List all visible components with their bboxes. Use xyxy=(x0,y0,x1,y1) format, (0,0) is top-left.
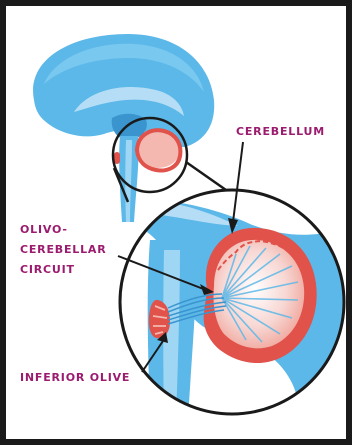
connector-line-right xyxy=(186,162,226,190)
cerebellum-label: CEREBELLUM xyxy=(236,124,325,140)
inferior-olive-label: INFERIOR OLIVE xyxy=(20,370,130,386)
olivo-cerebellar-label-line1: OLIVO- xyxy=(20,222,68,238)
olivo-cerebellar-label-line2: CEREBELLAR xyxy=(20,242,106,258)
olivo-cerebellar-label-line3: CIRCUIT xyxy=(20,262,75,278)
